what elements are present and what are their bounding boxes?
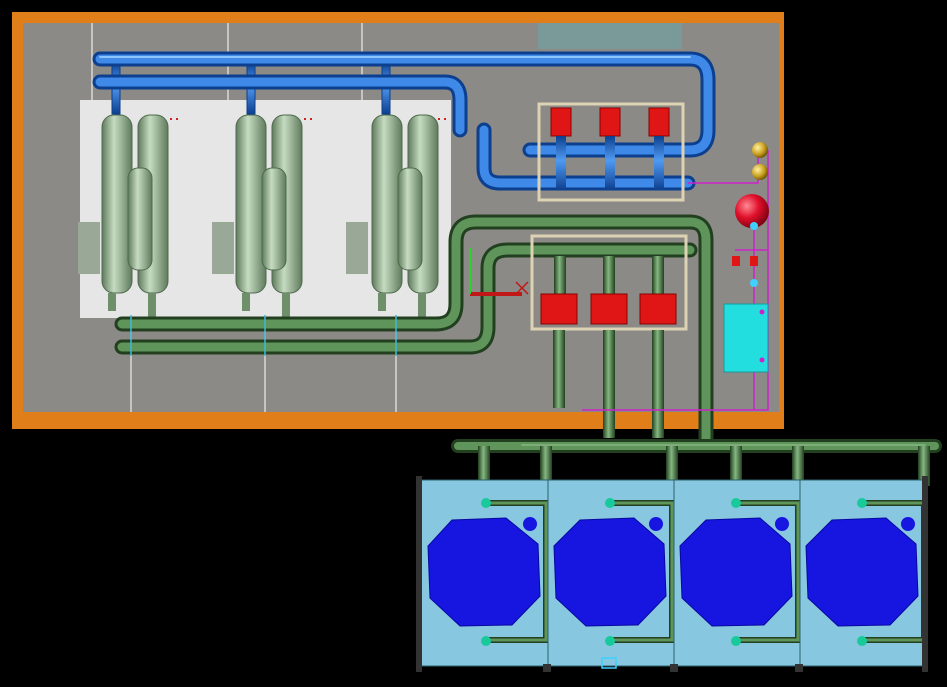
- condenser-water-header-upper: [114, 214, 714, 448]
- condenser-water-pump-3: [639, 256, 677, 438]
- chiller-condenser-taps: [130, 315, 397, 356]
- cooling-tower-header: [451, 439, 942, 453]
- cooling-tower-4: [799, 479, 927, 667]
- cooling-tower-1: [419, 479, 549, 667]
- pressure-gauge: [750, 222, 758, 230]
- chilled-water-pump-3: [648, 107, 670, 190]
- chiller-2: [212, 114, 303, 319]
- panel-indicator: [759, 309, 765, 315]
- chiller-1: [78, 114, 169, 319]
- air-separator-top: [752, 142, 768, 158]
- panel-indicator: [759, 357, 765, 363]
- chilled-water-pump-skid: [537, 102, 685, 202]
- roof-opening: [538, 23, 682, 49]
- makeup-valves: [732, 256, 758, 266]
- chiller-3: [346, 114, 439, 319]
- condenser-water-pump-2: [590, 256, 628, 438]
- condenser-water-pump-1: [540, 256, 578, 408]
- cooling-tower-legs: [416, 476, 928, 672]
- chilled-water-supply-pipe: [92, 51, 716, 158]
- isolation-valve: [469, 248, 529, 296]
- chilled-water-pump-1: [550, 107, 572, 190]
- cooling-tower-3: [673, 479, 801, 667]
- condenser-water-pump-skid: [530, 234, 688, 331]
- valve-tag-marks: [170, 118, 446, 120]
- flow-sensor: [750, 279, 758, 287]
- chilled-water-return-pipe: [92, 74, 696, 191]
- drain-marker: [601, 657, 617, 669]
- chilled-water-pump-2: [599, 107, 621, 190]
- air-separator-bottom: [752, 164, 768, 180]
- cooling-tower-2: [547, 479, 675, 667]
- expansion-tank: [735, 194, 769, 228]
- condenser-water-header-lower: [114, 242, 698, 355]
- cooling-tower-risers: [478, 446, 930, 486]
